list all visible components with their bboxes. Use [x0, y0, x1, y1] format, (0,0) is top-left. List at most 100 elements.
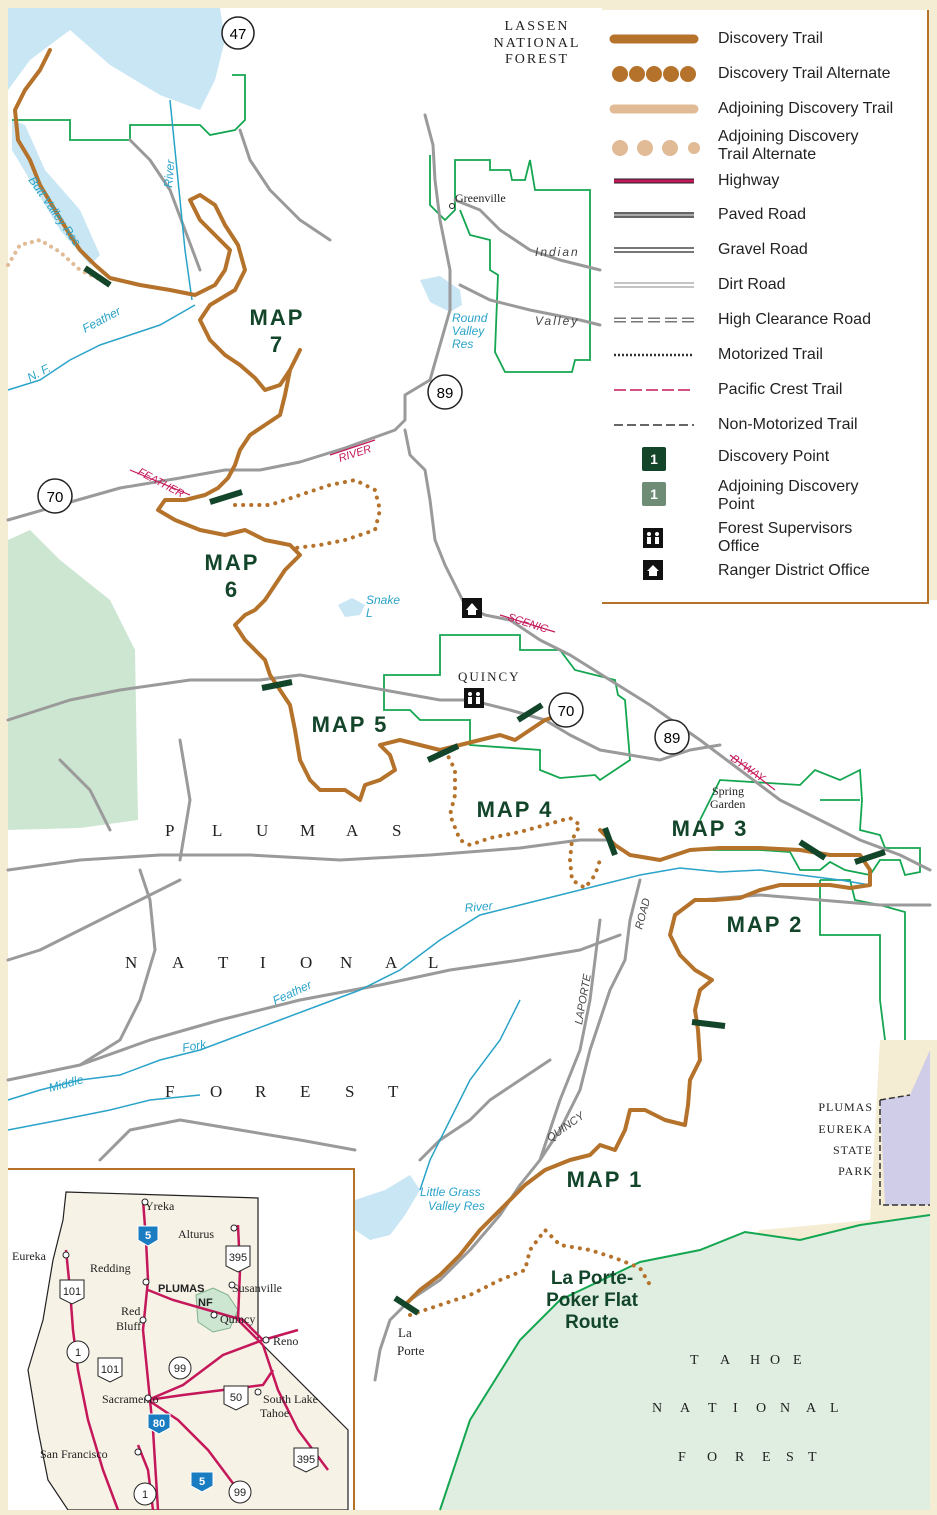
discovery-trail-alternates [233, 477, 652, 1317]
california-inset-map: Yreka Alturus Eureka Redding Susanville … [8, 1168, 355, 1510]
almanor-lake [8, 8, 225, 110]
svg-text:N: N [652, 1401, 662, 1416]
inset-town-labels: Yreka Alturus Eureka Redding Susanville … [12, 1199, 318, 1461]
national-label: N A T I O N A L [125, 953, 438, 972]
legend-pacific-crest-trail: Pacific Crest Trail [614, 381, 843, 398]
svg-text:Little Grass: Little Grass [420, 1185, 481, 1199]
svg-text:South Lake: South Lake [263, 1392, 318, 1406]
road-network [6, 113, 932, 1382]
svg-text:I: I [733, 1401, 738, 1416]
svg-text:99: 99 [234, 1487, 246, 1499]
svg-text:Spring: Spring [712, 784, 744, 798]
lassen-west-area [8, 530, 138, 830]
svg-text:70: 70 [47, 489, 64, 506]
svg-text:O: O [707, 1450, 717, 1465]
discovery-trail-south [403, 828, 872, 1307]
svg-text:395: 395 [297, 1454, 315, 1466]
svg-text:101: 101 [101, 1364, 119, 1376]
plumas-national-forest-area [8, 8, 937, 1510]
svg-text:99: 99 [174, 1363, 186, 1375]
svg-text:Susanville: Susanville [232, 1281, 282, 1295]
svg-text:T: T [708, 1401, 717, 1416]
svg-text:Res: Res [452, 337, 473, 351]
svg-text:E: E [762, 1450, 771, 1465]
svg-text:N: N [780, 1401, 790, 1416]
legend-high-clearance-road: High Clearance Road [614, 311, 871, 328]
svg-text:T: T [808, 1450, 817, 1465]
forest-boundary-lines [12, 74, 921, 1041]
svg-text:MAP: MAP [250, 305, 305, 330]
inset-plumas-label: PLUMAS NF [158, 1283, 213, 1309]
svg-text:A: A [346, 821, 359, 840]
svg-text:89: 89 [664, 730, 681, 747]
svg-text:A: A [806, 1401, 817, 1416]
svg-text:Yreka: Yreka [145, 1199, 175, 1213]
svg-text:L: L [428, 953, 438, 972]
s50-shield: 50 [223, 1385, 249, 1411]
forest-supervisors-office-icon [464, 688, 484, 708]
svg-text:A: A [172, 953, 185, 972]
svg-text:5: 5 [199, 1476, 205, 1488]
little-grass-valley-res [355, 1175, 420, 1240]
svg-text:80: 80 [153, 1418, 165, 1430]
s1-shield-mid: 1 [66, 1340, 90, 1364]
svg-text:N: N [125, 953, 137, 972]
svg-text:O: O [770, 1353, 780, 1368]
svg-text:S: S [786, 1450, 794, 1465]
plumas-label: P L U M A S [165, 821, 401, 840]
svg-text:Redding: Redding [90, 1261, 131, 1275]
svg-text:A: A [720, 1353, 731, 1368]
svg-text:Round: Round [452, 311, 488, 325]
legend-dirt-road: Dirt Road [614, 276, 786, 293]
svg-text:5: 5 [145, 1230, 151, 1242]
svg-text:7: 7 [270, 332, 284, 357]
inset-canvas: Yreka Alturus Eureka Redding Susanville … [12, 1191, 349, 1510]
svg-text:1: 1 [75, 1347, 81, 1359]
forest-label: F O R E S T [165, 1082, 399, 1101]
svg-text:T: T [690, 1353, 699, 1368]
state-park-boundary [879, 1094, 930, 1206]
svg-text:La Porte-: La Porte- [551, 1268, 633, 1289]
svg-text:S: S [392, 821, 401, 840]
svg-text:I: I [260, 953, 266, 972]
state-park-area [880, 1050, 930, 1205]
s395-shield-bot: 395 [293, 1447, 319, 1473]
svg-text:E: E [793, 1353, 802, 1368]
svg-text:Greenville: Greenville [455, 191, 506, 205]
plumas-nf-area [195, 1287, 239, 1333]
svg-text:Reno: Reno [273, 1334, 298, 1348]
svg-text:Red: Red [121, 1304, 140, 1318]
scenic-byway-markers [129, 439, 776, 791]
i80-shield: 80 [147, 1413, 171, 1435]
svg-text:O: O [210, 1082, 222, 1101]
svg-text:6: 6 [225, 577, 239, 602]
map-legend: Discovery Trail Discovery Trail Alternat… [602, 10, 929, 604]
svg-text:L: L [366, 606, 373, 620]
section-map-labels: MAP 7 MAP 6 MAP 5 MAP 4 MAP 3 MAP 2 MAP … [205, 305, 802, 1192]
svg-text:Valley: Valley [535, 314, 579, 328]
svg-text:MAP 3: MAP 3 [672, 816, 749, 841]
svg-text:N: N [340, 953, 352, 972]
svg-text:1: 1 [142, 1489, 148, 1501]
shield-89-north: 89 [427, 374, 463, 410]
svg-text:STATE: STATE [833, 1143, 873, 1157]
shield-70-quincy: 70 [548, 692, 584, 728]
svg-text:47: 47 [230, 26, 247, 43]
discovery-trail-main [13, 48, 562, 802]
svg-text:Valley Res: Valley Res [428, 1199, 485, 1213]
shield-89-east: 89 [654, 719, 690, 755]
ranger-office-legend-icon [643, 560, 663, 580]
svg-text:Valley: Valley [452, 324, 485, 338]
svg-text:O: O [300, 953, 312, 972]
svg-text:395: 395 [229, 1252, 247, 1264]
svg-text:EUREKA: EUREKA [818, 1122, 873, 1136]
legend-non-motorized-trail: Non-Motorized Trail [614, 416, 858, 433]
svg-text:H: H [750, 1353, 760, 1368]
s101-shield-top: 101 [59, 1279, 85, 1305]
svg-text:70: 70 [558, 703, 575, 720]
svg-text:Bluff: Bluff [116, 1319, 141, 1333]
svg-text:89: 89 [437, 385, 454, 402]
